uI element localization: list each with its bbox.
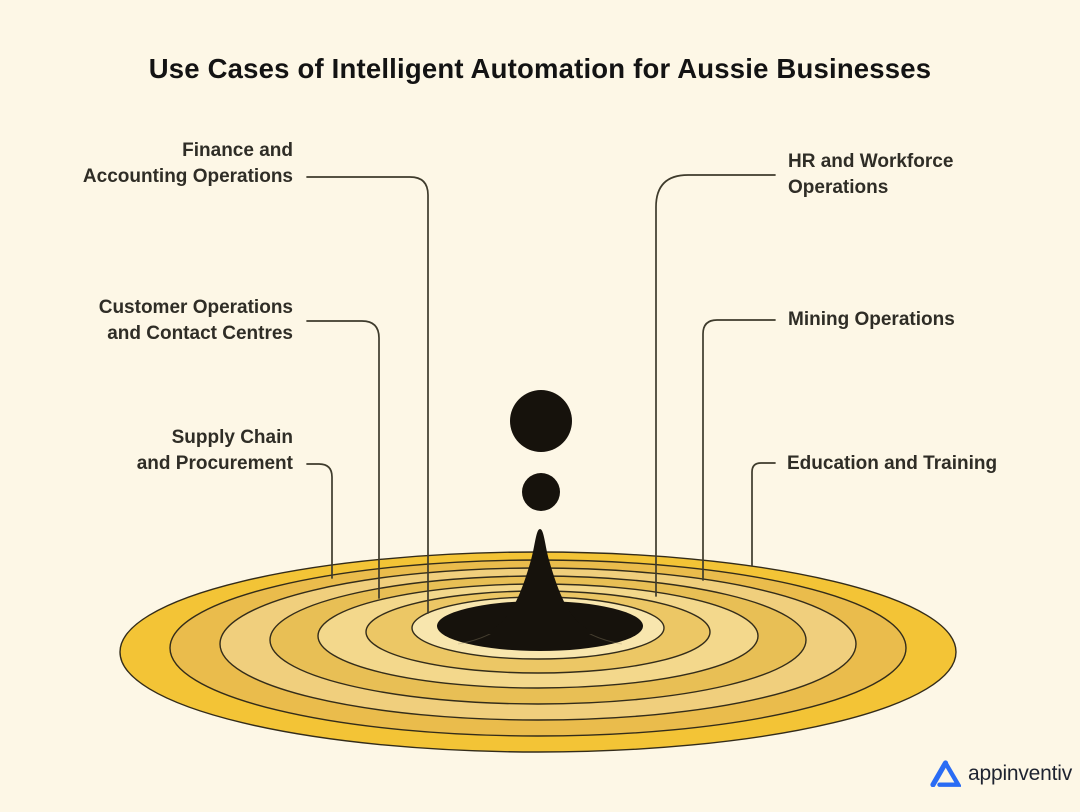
connector-line-supply	[306, 463, 333, 579]
droplet-large	[510, 390, 572, 452]
callout-supply-line-2: and Procurement	[136, 453, 293, 474]
connector-line-customer	[306, 320, 380, 599]
callout-education: Education and Training	[787, 451, 997, 477]
callout-hr-line-2: Operations	[788, 177, 889, 198]
callout-finance: Finance and Accounting Operations	[83, 138, 293, 190]
connector-line-finance	[306, 176, 429, 614]
callout-hr: HR and Workforce Operations	[788, 149, 953, 201]
appinventiv-logo: appinventiv	[930, 760, 1072, 787]
droplet-small	[522, 473, 560, 511]
splash-column	[478, 529, 602, 634]
connector-line-mining	[702, 319, 776, 581]
callout-education-line-1: Education and Training	[787, 453, 998, 474]
page-title: Use Cases of Intelligent Automation for …	[148, 53, 932, 84]
callout-hr-line-1: HR and Workforce	[788, 151, 954, 172]
callout-customer: Customer Operations and Contact Centres	[99, 295, 293, 347]
callout-mining: Mining Operations	[788, 307, 955, 333]
callout-supply: Supply Chain and Procurement	[137, 425, 293, 477]
connector-line-education	[751, 462, 776, 567]
callout-mining-line-1: Mining Operations	[788, 309, 955, 330]
connector-line-hr	[655, 174, 776, 597]
callout-finance-line-1: Finance and	[182, 140, 293, 161]
callout-customer-line-2: and Contact Centres	[107, 323, 293, 344]
appinventiv-triangle-icon	[930, 760, 961, 787]
callout-finance-line-2: Accounting Operations	[82, 166, 293, 187]
callout-customer-line-1: Customer Operations	[98, 297, 293, 318]
connectors	[306, 174, 776, 614]
callout-supply-line-1: Supply Chain	[171, 427, 293, 448]
brand-name: appinventiv	[968, 761, 1073, 785]
